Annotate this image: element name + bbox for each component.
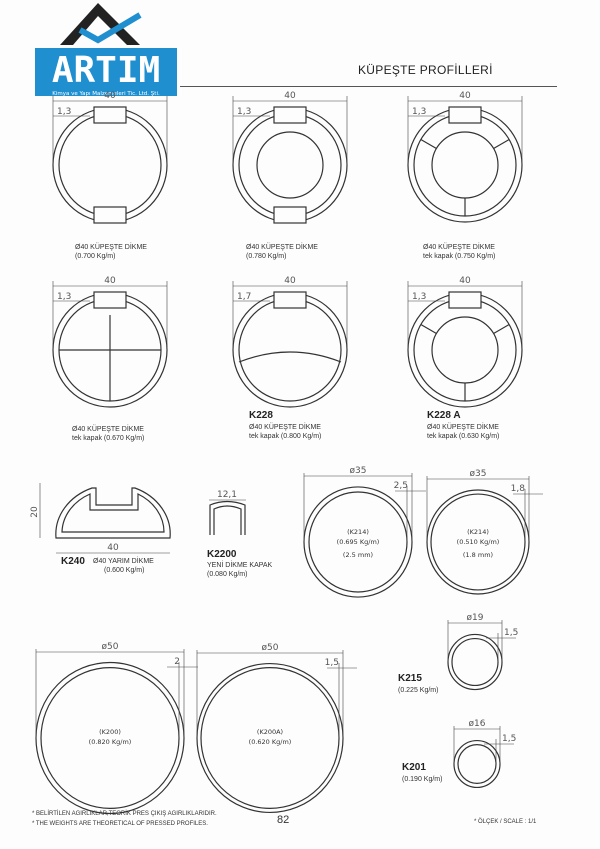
- dim-wall: 1,3: [57, 107, 71, 117]
- dim-diameter: ø35: [350, 466, 367, 476]
- footer-note-tr: * BELİRTİLEN AGIRLIKLAR,TEORİK PRES ÇIKI…: [32, 811, 217, 817]
- k2200-code: K2200: [207, 549, 237, 560]
- tube-label: (0.510 Kg/m): [457, 538, 500, 546]
- profile-2-drawing: 401,3: [232, 91, 348, 224]
- artim-logo: ARTIM Kimya ve Yapı Malzemeleri Tic. Ltd…: [35, 3, 177, 97]
- dim-width: 40: [459, 276, 471, 286]
- tube-label: (K200A): [257, 728, 283, 736]
- profile-4-drawing: 401,3: [52, 276, 168, 408]
- tube-5-drawing: ø19 1,5: [447, 613, 518, 691]
- profile-6-weight: tek kapak (0.630 Kg/m): [427, 433, 500, 440]
- k201-code: K201: [402, 762, 426, 773]
- dim-width: 40: [104, 91, 116, 101]
- k240-code: K240: [61, 556, 85, 567]
- tube-3-drawing: ø50 2 (K200) (0.820 Kg/m): [35, 642, 198, 815]
- tube-4-drawing: ø50 1,5 (K200A) (0.620 Kg/m): [196, 643, 357, 814]
- k240-name: Ø40 YARIM DİKME: [93, 558, 154, 565]
- dim-wall: 1,5: [325, 658, 339, 668]
- dim-diameter: ø35: [470, 469, 487, 479]
- k240-drawing: 40 20: [30, 483, 171, 554]
- scale-note: * ÖLÇEK / SCALE : 1/1: [474, 819, 537, 825]
- dim-wall: 1,3: [412, 292, 426, 302]
- dim-wall: 1,3: [237, 107, 251, 117]
- profile-3-name: Ø40 KÜPEŞTE DİKME: [423, 244, 495, 251]
- profile-6-code: K228 A: [427, 410, 461, 421]
- svg-text:Kimya ve Yapı Malzemeleri Tic.: Kimya ve Yapı Malzemeleri Tic. Ltd. Şti.: [52, 91, 160, 97]
- dim-diameter: ø50: [102, 642, 119, 652]
- dim-width: 40: [284, 276, 296, 286]
- svg-text:40: 40: [107, 543, 119, 553]
- k240-weight: (0.600 Kg/m): [104, 567, 145, 574]
- profile-5-code: K228: [249, 410, 273, 421]
- k2200-name: YENİ DİKME KAPAK: [207, 562, 273, 569]
- profile-5-weight: tek kapak (0.800 Kg/m): [249, 433, 322, 440]
- tube-label: (2.5 mm): [343, 551, 373, 559]
- tube-label: (K214): [347, 528, 369, 536]
- tube-label: (0.820 Kg/m): [89, 738, 132, 746]
- tube-label: (1.8 mm): [463, 551, 493, 559]
- tube-6-drawing: ø16 1,5: [453, 719, 516, 789]
- footer-note-en: * THE WEIGHTS ARE THEORETICAL OF PRESSED…: [32, 821, 208, 827]
- k215-code: K215: [398, 673, 422, 684]
- dim-diameter: ø50: [262, 643, 279, 653]
- page-number: 82: [277, 814, 290, 826]
- k201-weight: (0.190 Kg/m): [402, 776, 443, 783]
- dim-wall: 1,3: [57, 292, 71, 302]
- profile-1-weight: (0.700 Kg/m): [75, 253, 116, 260]
- dim-width: 40: [284, 91, 296, 101]
- profile-5-name: Ø40 KÜPEŞTE DİKME: [249, 424, 321, 431]
- dim-width: 40: [459, 91, 471, 101]
- dim-diameter: ø19: [467, 613, 484, 623]
- dim-wall: 1,3: [412, 107, 426, 117]
- tube-label: (0.695 Kg/m): [337, 538, 380, 546]
- k2200-weight: (0.080 Kg/m): [207, 571, 248, 578]
- page-title: KÜPEŞTE PROFİLLERİ: [358, 63, 493, 77]
- profile-2-name: Ø40 KÜPEŞTE DİKME: [246, 244, 318, 251]
- svg-text:12,1: 12,1: [217, 490, 237, 500]
- profile-1-name: Ø40 KÜPEŞTE DİKME: [75, 244, 147, 251]
- dim-wall: 2,5: [394, 481, 408, 491]
- dim-wall: 1,5: [502, 734, 516, 744]
- profile-6-name: Ø40 KÜPEŞTE DİKME: [427, 424, 499, 431]
- k215-weight: (0.225 Kg/m): [398, 687, 439, 694]
- svg-text:20: 20: [30, 506, 40, 518]
- profile-3-weight: tek kapak (0.750 Kg/m): [423, 253, 496, 260]
- svg-text:ARTIM: ARTIM: [52, 50, 160, 91]
- profile-5-drawing: 401,7: [232, 276, 348, 408]
- dim-wall: 2: [174, 657, 180, 667]
- tube-label: (K200): [99, 728, 121, 736]
- tube-1-drawing: ø35 2,5 (K214) (0.695 Kg/m) (2.5 mm): [303, 466, 426, 598]
- dim-width: 40: [104, 276, 116, 286]
- tube-label: (K214): [467, 528, 489, 536]
- profile-3-drawing: 401,3: [407, 91, 523, 223]
- header-rule: [180, 86, 557, 87]
- dim-diameter: ø16: [469, 719, 486, 729]
- profile-1-drawing: 401,3: [52, 91, 168, 224]
- dim-wall: 1,5: [504, 628, 518, 638]
- profile-4-weight: tek kapak (0.670 Kg/m): [72, 435, 145, 442]
- tube-2-drawing: ø35 1,8 (K214) (0.510 Kg/m) (1.8 mm): [426, 469, 543, 595]
- profile-4-name: Ø40 KÜPEŞTE DİKME: [72, 426, 144, 433]
- dim-wall: 1,8: [511, 484, 526, 494]
- profile-2-weight: (0.780 Kg/m): [246, 253, 287, 260]
- tube-label: (0.620 Kg/m): [249, 738, 292, 746]
- dim-wall: 1,7: [237, 292, 251, 302]
- k2200-drawing: 12,1: [209, 490, 246, 535]
- profile-6-drawing: 401,3: [407, 276, 523, 408]
